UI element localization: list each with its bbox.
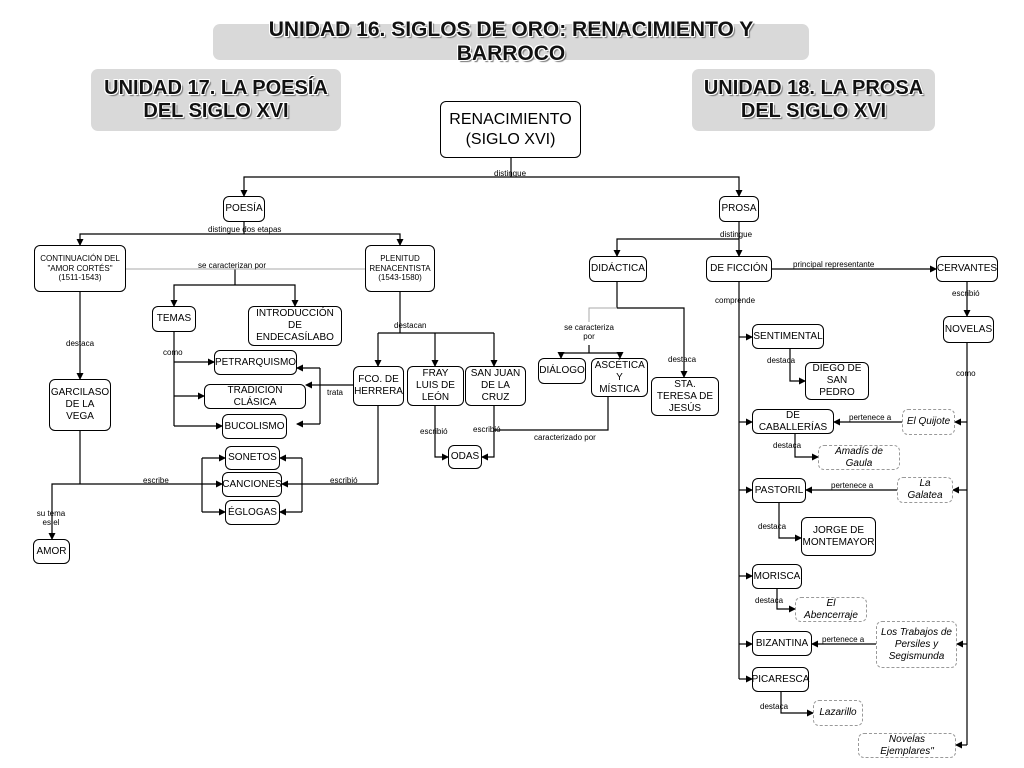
edge-to-temas	[170, 284, 235, 307]
node-poesia: POESÍA	[223, 196, 265, 222]
edge-caracteriza-up	[588, 307, 617, 322]
edge-to-endecasilabo	[235, 284, 299, 307]
node-lazarillo: Lazarillo	[813, 700, 863, 726]
node-temas: TEMAS	[152, 306, 196, 332]
edge-morisca-abencerraje	[776, 589, 796, 613]
edge-to-poesia	[240, 176, 511, 197]
label-pertenece-galatea: pertenece a	[831, 481, 874, 490]
node-persiles: Los Trabajos de Persiles y Segismunda	[876, 621, 957, 668]
label-principal-representante: principal representante	[793, 260, 875, 269]
label-destaca-diego: destaca	[767, 356, 796, 365]
label-destaca-jorge: destaca	[758, 522, 787, 531]
label-su-tema: su tema es el	[36, 509, 66, 527]
node-eglogas: ÉGLOGAS	[225, 500, 280, 525]
node-tradicion-clasica: TRADICIÓN CLÁSICA	[204, 384, 306, 409]
node-de-ficcion: DE FICCIÓN	[706, 256, 772, 282]
node-endecasilabo: INTRODUCCIÓN DE ENDECASÍLABO	[248, 306, 342, 346]
label-distingue: distingue	[494, 169, 527, 178]
node-canciones: CANCIONES	[222, 472, 282, 497]
edge-sentimental-diego	[789, 349, 806, 385]
label-se-caracteriza: se caracteriza por	[564, 323, 614, 341]
node-diego-san-pedro: DIEGO DE SAN PEDRO	[805, 362, 869, 400]
edge-fray-odas	[434, 406, 449, 461]
label-como-temas: como	[163, 348, 183, 357]
node-odas: ODAS	[448, 445, 482, 469]
node-amadis: Amadís de Gaula	[818, 445, 900, 470]
edge-picaresca-lazarillo	[780, 692, 814, 717]
label-caracterizado: caracterizado por	[534, 433, 596, 442]
node-morisca: MORISCA	[752, 564, 802, 589]
node-quijote: El Quijote	[902, 409, 955, 435]
node-pastoril: PASTORIL	[752, 478, 806, 503]
label-pertenece-persiles: pertenece a	[822, 635, 865, 644]
label-destaca-amadis: destaca	[773, 441, 802, 450]
node-petrarquismo: PETRARQUISMO	[214, 350, 297, 375]
node-galatea: La Galatea	[897, 477, 953, 503]
edge-sanjuan-odas	[481, 406, 495, 461]
label-escribio-san-juan: escribió	[473, 425, 501, 434]
banner-unidad-17: UNIDAD 17. LA POESÍA DEL SIGLO XVI	[91, 69, 341, 131]
label-destacan: destacan	[394, 321, 427, 330]
banner-unidad-16: UNIDAD 16. SIGLOS DE ORO: RENACIMIENTO Y…	[213, 18, 809, 65]
banner-unidad-18: UNIDAD 18. LA PROSA DEL SIGLO XVI	[692, 69, 935, 131]
label-destaca-abencerraje: destaca	[755, 596, 784, 605]
label-pertenece-quijote: pertenece a	[849, 413, 892, 422]
edge-to-amor	[48, 483, 80, 540]
node-cervantes: CERVANTES	[936, 256, 998, 282]
node-picaresca: PICARESCA	[752, 667, 809, 692]
node-garcilaso: GARCILASO DE LA VEGA	[49, 379, 111, 431]
label-comprende: comprende	[715, 296, 756, 305]
node-caballerias: DE CABALLERÍAS	[752, 409, 834, 434]
edge-to-prosa	[511, 176, 743, 197]
label-se-caracterizan: se caracterizan por	[198, 261, 267, 270]
edge-sanjuan-ascetica	[494, 384, 612, 431]
node-continuacion: CONTINUACIÓN DEL "AMOR CORTÉS" (1511-154…	[34, 245, 126, 292]
node-dialogo: DIÁLOGO	[538, 358, 586, 384]
node-sentimental: SENTIMENTAL	[752, 324, 824, 349]
node-fray-luis: FRAY LUIS DE LEÓN	[407, 366, 464, 406]
node-bucolismo: BUCOLISMO	[222, 414, 287, 439]
label-distingue-etapas: distingue dos etapas	[208, 225, 282, 234]
edge-to-teresa	[617, 307, 688, 378]
node-teresa: STA. TERESA DE JESÚS	[651, 377, 719, 416]
edge-caballerias-amadis	[794, 434, 819, 461]
node-prosa: PROSA	[719, 196, 759, 222]
node-bizantina: BIZANTINA	[752, 631, 812, 656]
label-como-novelas: como	[956, 369, 976, 378]
edge-pastoril-jorge	[778, 503, 802, 542]
node-renacimiento: RENACIMIENTO (SIGLO XVI)	[440, 101, 581, 158]
label-destaca-teresa: destaca	[668, 355, 697, 364]
node-jorge-montemayor: JORGE DE MONTEMAYOR	[801, 517, 876, 556]
edge-to-plenitud	[244, 233, 404, 246]
node-ascetica: ASCÉTICA Y MÍSTICA	[591, 358, 648, 397]
edge-to-didactica	[613, 238, 739, 257]
label-escribe: escribe	[143, 476, 169, 485]
label-escribio-fray-luis: escribió	[420, 427, 448, 436]
node-sonetos: SONETOS	[225, 446, 280, 470]
label-escribio-cervantes: escribió	[952, 289, 980, 298]
node-novelas: NOVELAS	[943, 316, 994, 343]
label-trata: trata	[327, 388, 344, 397]
node-san-juan: SAN JUAN DE LA CRUZ	[465, 366, 526, 406]
node-plenitud: PLENITUD RENACENTISTA (1543-1580)	[365, 245, 435, 292]
label-distingue-prosa: distingue	[720, 230, 753, 239]
node-didactica: DIDÁCTICA	[589, 256, 647, 282]
node-herrera: FCO. DE HERRERA	[353, 366, 404, 406]
label-escribio-herrera: escribió	[330, 476, 358, 485]
node-amor: AMOR	[33, 539, 70, 564]
edge-to-continuacion	[76, 233, 244, 246]
label-destaca-garcilaso: destaca	[66, 339, 95, 348]
node-abencerraje: El Abencerraje	[795, 597, 867, 622]
label-destaca-lazarillo: destaca	[760, 702, 789, 711]
node-novelas-ejemplares: Novelas Ejemplares"	[858, 733, 956, 758]
